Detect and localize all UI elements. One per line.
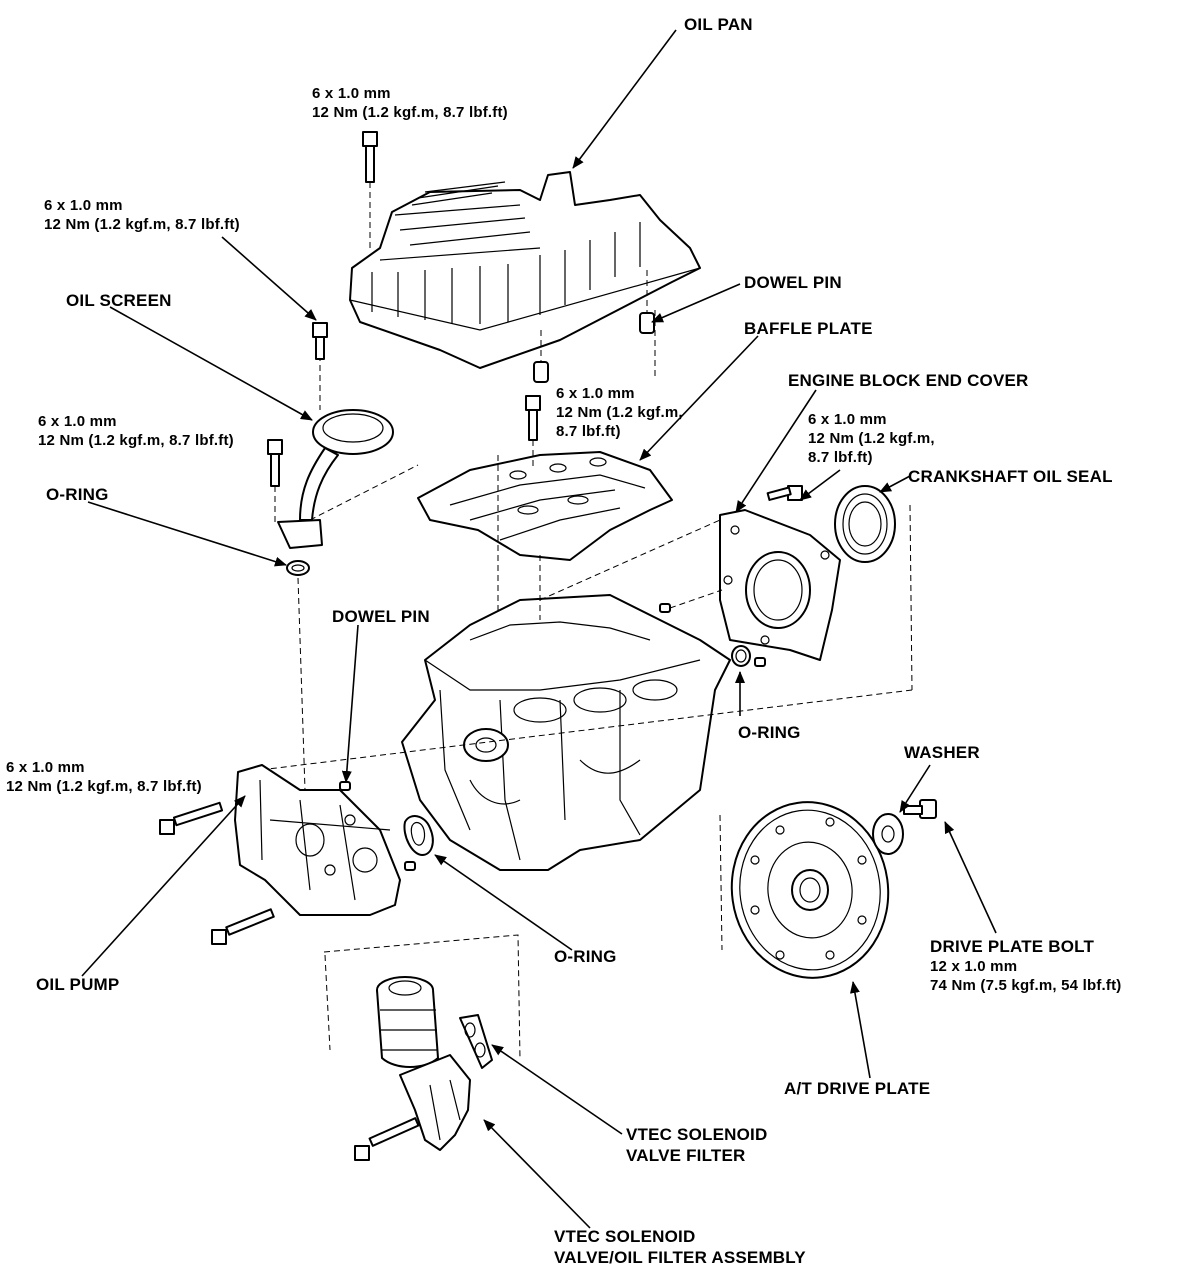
label-pump-bolt: 6 x 1.0 mm 12 Nm (1.2 kgf.m, 8.7 lbf.ft) bbox=[6, 758, 202, 796]
bolt-size: 6 x 1.0 mm bbox=[556, 385, 635, 402]
oil-screen-part bbox=[277, 355, 394, 549]
bolt-torque: 12 Nm (1.2 kgf.m, 8.7 lbf.ft) bbox=[6, 778, 202, 795]
label-vtec-assembly: VTEC SOLENOID VALVE/OIL FILTER ASSEMBLY bbox=[554, 1226, 806, 1268]
bolt-torque: 12 Nm (1.2 kgf.m, 8.7 lbf.ft) bbox=[38, 432, 234, 449]
label-screen-bolt-upper: 6 x 1.0 mm 12 Nm (1.2 kgf.m, 8.7 lbf.ft) bbox=[44, 196, 240, 234]
baffle-plate-part bbox=[417, 451, 673, 561]
bolt-size: 6 x 1.0 mm bbox=[6, 759, 85, 776]
label-baffle-bolt: 6 x 1.0 mm 12 Nm (1.2 kgf.m, 8.7 lbf.ft) bbox=[556, 384, 683, 441]
label-line-1: VTEC SOLENOID bbox=[554, 1227, 696, 1246]
bolt-size: 6 x 1.0 mm bbox=[44, 197, 123, 214]
bolt-torque: 12 Nm (1.2 kgf.m, 8.7 lbf.ft) bbox=[44, 216, 240, 233]
end-cover-bolt bbox=[766, 485, 803, 501]
label-dowel-pin-top: DOWEL PIN bbox=[744, 273, 842, 292]
o-ring-bottom-part bbox=[403, 815, 434, 856]
label-o-ring-bottom: O-RING bbox=[554, 947, 617, 966]
label-o-ring-left: O-RING bbox=[46, 485, 109, 504]
label-end-cover-bolt: 6 x 1.0 mm 12 Nm (1.2 kgf.m, 8.7 lbf.ft) bbox=[808, 410, 935, 467]
label-baffle-plate: BAFFLE PLATE bbox=[744, 319, 873, 338]
bolt-size: 6 x 1.0 mm bbox=[38, 413, 117, 430]
oil-pump-part bbox=[234, 764, 401, 916]
oil-filter-assembly-part bbox=[376, 976, 471, 1151]
oil-pan-part bbox=[349, 171, 701, 369]
drive-plate-bolt-part bbox=[903, 799, 937, 819]
label-screen-bolt-lower: 6 x 1.0 mm 12 Nm (1.2 kgf.m, 8.7 lbf.ft) bbox=[38, 412, 234, 450]
label-line-2: VALVE/OIL FILTER ASSEMBLY bbox=[554, 1248, 806, 1267]
dowel-pins-end-cover bbox=[659, 589, 766, 667]
label-oil-screen: OIL SCREEN bbox=[66, 291, 172, 310]
bolt-torque-1: 12 Nm (1.2 kgf.m, bbox=[808, 430, 935, 447]
label-washer: WASHER bbox=[904, 743, 980, 762]
crankshaft-oil-seal-part bbox=[834, 485, 896, 563]
oil-pump-bolts bbox=[159, 801, 275, 945]
washer-part bbox=[872, 813, 904, 855]
label-engine-block-end-cover: ENGINE BLOCK END COVER bbox=[788, 371, 1029, 390]
vtec-filter-part bbox=[459, 1014, 493, 1069]
label-drive-plate-bolt: DRIVE PLATE BOLT 12 x 1.0 mm 74 Nm (7.5 … bbox=[930, 936, 1121, 995]
dowel-pin-oilpan bbox=[533, 270, 655, 383]
leader-arrows bbox=[81, 29, 997, 1229]
engine-block-part bbox=[401, 594, 731, 871]
screen-bolt-upper bbox=[312, 322, 328, 360]
bolt-size: 6 x 1.0 mm bbox=[808, 411, 887, 428]
oil-pan-bolt bbox=[362, 131, 378, 250]
bolt-torque-2: 8.7 lbf.ft) bbox=[808, 449, 873, 466]
label-dowel-pin-mid: DOWEL PIN bbox=[332, 607, 430, 626]
o-ring-right-part bbox=[731, 645, 751, 667]
drive-plate-part bbox=[730, 801, 890, 979]
vtec-assembly-bolt bbox=[354, 1117, 420, 1161]
o-ring-left-part bbox=[286, 560, 310, 791]
label-line-1: VTEC SOLENOID bbox=[626, 1125, 768, 1144]
label-oil-pan-bolt: 6 x 1.0 mm 12 Nm (1.2 kgf.m, 8.7 lbf.ft) bbox=[312, 84, 508, 122]
bolt-size: 12 x 1.0 mm bbox=[930, 958, 1018, 975]
bolt-torque: 74 Nm (7.5 kgf.m, 54 lbf.ft) bbox=[930, 977, 1122, 994]
bolt-torque: 12 Nm (1.2 kgf.m, 8.7 lbf.ft) bbox=[312, 104, 508, 121]
label-o-ring-right: O-RING bbox=[738, 723, 801, 742]
bolt-torque-1: 12 Nm (1.2 kgf.m, bbox=[556, 404, 683, 421]
bolt-name: DRIVE PLATE BOLT bbox=[930, 937, 1095, 956]
bolt-torque-2: 8.7 lbf.ft) bbox=[556, 423, 621, 440]
label-line-2: VALVE FILTER bbox=[626, 1146, 746, 1165]
bolt-size: 6 x 1.0 mm bbox=[312, 85, 391, 102]
screen-bolt-lower bbox=[267, 439, 283, 522]
label-vtec-filter: VTEC SOLENOID VALVE FILTER bbox=[626, 1124, 767, 1166]
label-at-drive-plate: A/T DRIVE PLATE bbox=[784, 1079, 931, 1098]
baffle-bolt bbox=[525, 395, 541, 470]
label-crankshaft-oil-seal: CRANKSHAFT OIL SEAL bbox=[908, 467, 1113, 486]
label-oil-pump: OIL PUMP bbox=[36, 975, 120, 994]
label-oil-pan: OIL PAN bbox=[684, 15, 753, 34]
end-cover-part bbox=[719, 509, 841, 661]
